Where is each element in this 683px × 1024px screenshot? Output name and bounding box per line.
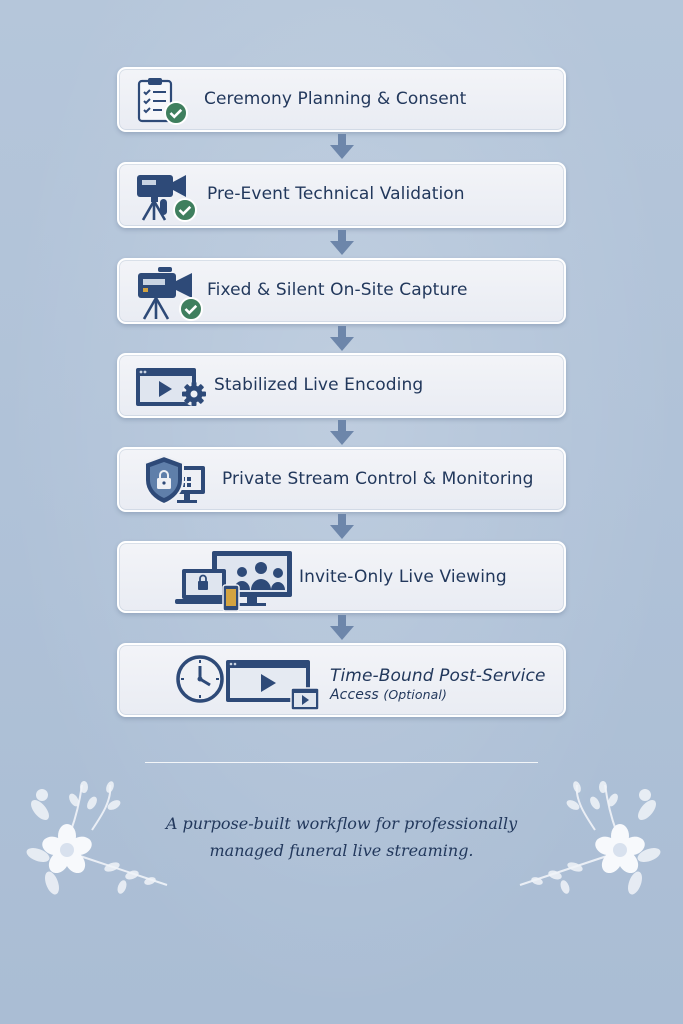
shield-lock-monitor-icon (144, 454, 205, 506)
step-label-line2: Access (Optional) (330, 687, 447, 703)
step-label-access: Access (330, 687, 379, 703)
step-live-encoding: Stabilized Live Encoding (117, 353, 566, 418)
step-post-service-access: Time-Bound Post-Service Access (Optional… (117, 643, 566, 717)
arrow-down-icon (330, 420, 354, 445)
tagline: A purpose-built workflow for professiona… (150, 810, 533, 864)
step-label: Fixed & Silent On-Site Capture (207, 280, 468, 300)
tagline-line2: managed funeral live streaming. (209, 841, 474, 860)
step-label: Stabilized Live Encoding (214, 375, 424, 395)
step-ceremony-planning: Ceremony Planning & Consent (117, 67, 566, 132)
step-label: Ceremony Planning & Consent (204, 89, 467, 109)
video-encoding-gear-icon (136, 368, 206, 406)
step-invite-only-viewing: Invite-Only Live Viewing (117, 541, 566, 613)
arrow-down-icon (330, 615, 354, 640)
floral-decoration-left-icon (26, 781, 168, 895)
tagline-line1: A purpose-built workflow for professiona… (165, 814, 518, 833)
checklist-icon (137, 78, 188, 125)
step-private-stream-control: Private Stream Control & Monitoring (117, 447, 566, 512)
optional-note: (Optional) (383, 687, 447, 702)
step-label: Pre-Event Technical Validation (207, 184, 465, 204)
video-camera-icon (138, 267, 203, 321)
arrow-down-icon (330, 326, 354, 351)
floral-decoration-right-icon (519, 781, 661, 895)
step-label: Time-Bound Post-Service (330, 666, 546, 686)
arrow-down-icon (330, 230, 354, 255)
step-on-site-capture: Fixed & Silent On-Site Capture (117, 258, 566, 324)
arrow-down-icon (330, 134, 354, 159)
step-label: Private Stream Control & Monitoring (222, 469, 534, 489)
clock-video-icon (176, 655, 320, 711)
devices-viewers-icon (175, 551, 292, 612)
step-technical-validation: Pre-Event Technical Validation (117, 162, 566, 228)
arrow-down-icon (330, 514, 354, 539)
step-label: Invite-Only Live Viewing (299, 567, 507, 587)
camera-tripod-check-icon (137, 175, 197, 222)
divider (145, 762, 538, 763)
